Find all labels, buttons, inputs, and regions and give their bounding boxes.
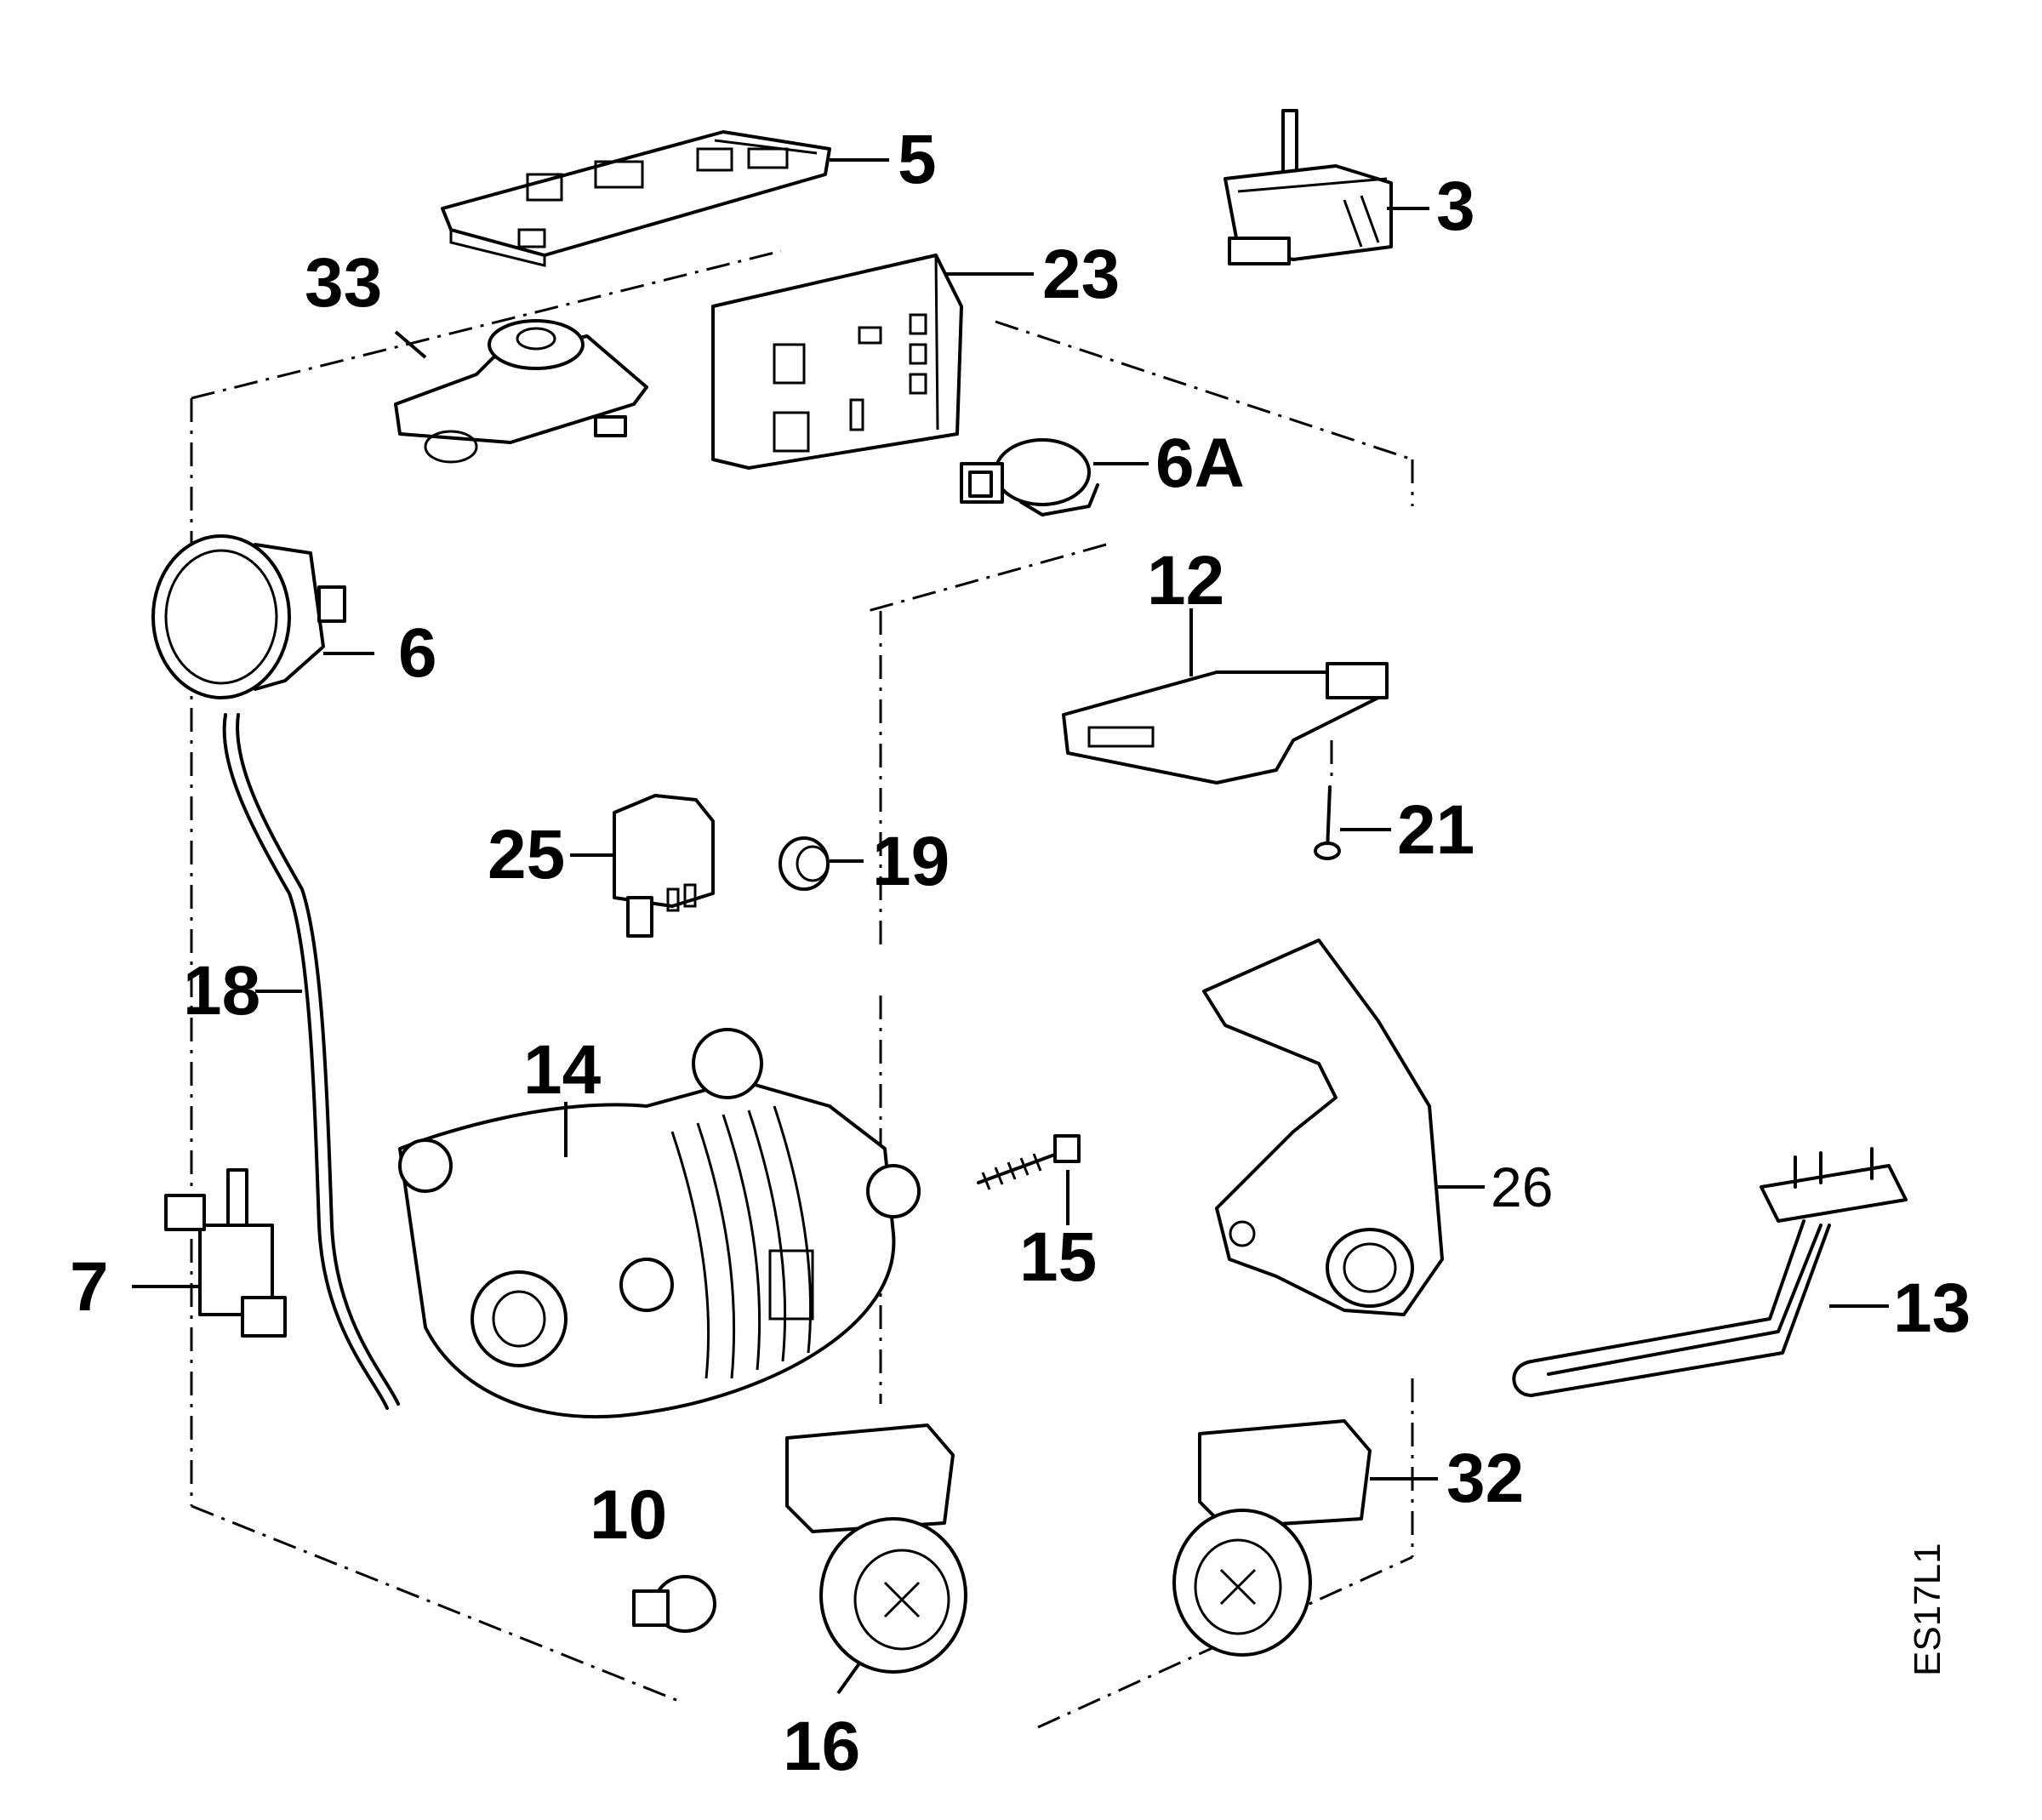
part-12-door-interlock — [1062, 608, 1389, 784]
label-part-33: 33 — [305, 244, 382, 322]
part-6A-component — [960, 438, 1149, 516]
label-part-19: 19 — [872, 823, 950, 900]
part-16-drain-pump — [785, 1423, 967, 1695]
label-part-15: 15 — [1019, 1218, 1097, 1296]
part-13-heating-element — [1512, 1147, 1908, 1397]
label-part-5: 5 — [898, 121, 937, 198]
part-6-programme-timer — [151, 534, 374, 699]
drawing-code: ES17L1 — [1907, 1543, 1948, 1676]
label-part-3: 3 — [1436, 168, 1475, 245]
part-23-electronic-module — [711, 254, 1034, 470]
part-19-plug — [779, 836, 864, 891]
part-15-bolt — [977, 1134, 1081, 1225]
label-part-10: 10 — [590, 1476, 667, 1554]
label-part-6: 6 — [398, 614, 437, 692]
label-part-26: 26 — [1491, 1155, 1553, 1218]
part-26-bracket — [1202, 939, 1485, 1316]
label-part-12: 12 — [1147, 542, 1224, 619]
part-25-capacitor — [570, 794, 715, 938]
label-part-21: 21 — [1397, 791, 1474, 869]
label-part-23: 23 — [1042, 236, 1120, 313]
label-part-14: 14 — [523, 1031, 602, 1109]
part-21-screw — [1314, 740, 1391, 860]
label-part-32: 32 — [1446, 1440, 1524, 1517]
label-part-7: 7 — [70, 1248, 109, 1326]
label-part-13: 13 — [1893, 1269, 1971, 1347]
label-part-18: 18 — [183, 952, 260, 1030]
part-3-selector-switch — [1223, 109, 1429, 265]
part-14-motor — [398, 1028, 921, 1419]
part-7-valve — [132, 1168, 287, 1338]
part-5-circuit-board — [441, 130, 889, 267]
part-18-hose — [222, 713, 400, 1410]
part-33-door-lock — [394, 319, 648, 464]
label-part-25: 25 — [488, 816, 565, 893]
label-part-16: 16 — [783, 1708, 860, 1785]
label-part-6A: 6A — [1155, 425, 1245, 502]
part-10-connector — [632, 1575, 716, 1633]
part-32-pump — [1172, 1419, 1438, 1657]
